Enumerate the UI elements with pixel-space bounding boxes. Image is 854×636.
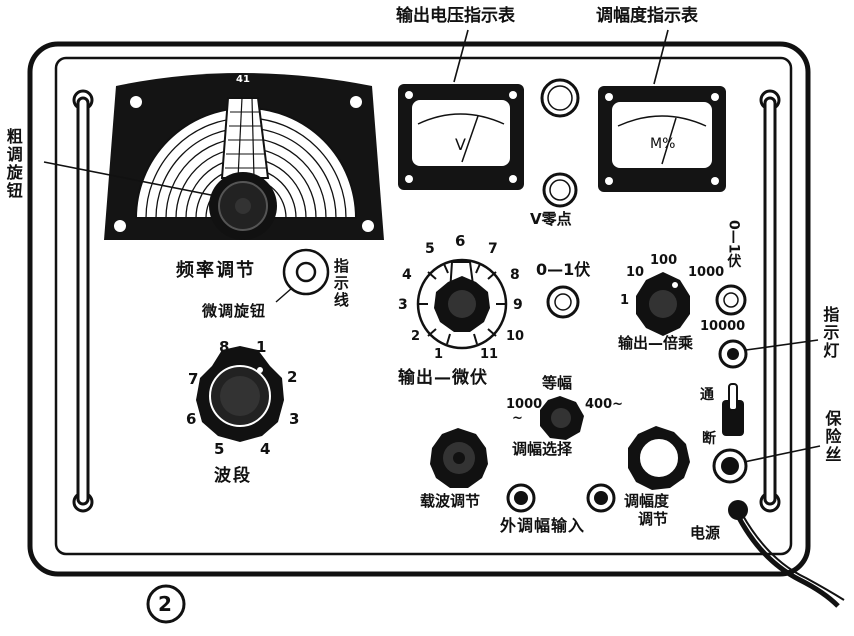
modulation-select-knob[interactable] (540, 396, 584, 440)
band-dial-num-1: 1 (256, 338, 267, 356)
range-0-1v-side-label: 0—1伏 (724, 220, 742, 271)
voltage-meter-unit: V (455, 135, 466, 154)
indicator-lamp-label-text: 指示灯 (820, 306, 840, 360)
mod-select-label: 调幅选择 (512, 440, 573, 458)
microvolt-num-11: 11 (480, 347, 499, 362)
freq-dial-top-mark: 41 (236, 74, 250, 85)
modulation-meter-pointer-line (653, 29, 669, 85)
microvolt-num-4: 4 (402, 267, 412, 283)
band-dial-num-8: 8 (219, 338, 230, 356)
band-dial-num-3: 3 (289, 410, 300, 428)
indicator-line-label: 指示线 (330, 258, 350, 313)
modulation-depth-knob[interactable] (628, 426, 690, 490)
microvolt-num-9: 9 (513, 297, 523, 313)
microvolt-knob[interactable] (434, 276, 490, 332)
multiplier-num-1000: 1000 (688, 265, 725, 280)
v-zero-adjust[interactable] (542, 172, 578, 208)
figure-number: 2 (158, 592, 172, 616)
freq-adjust-label: 频率调节 (176, 260, 256, 281)
microvolt-num-5: 5 (425, 241, 435, 257)
fuse-label-text: 保险丝 (822, 410, 842, 464)
coarse-tuning-knob[interactable] (209, 172, 277, 240)
coarse-knob-label: 粗调旋钮 (4, 128, 24, 200)
band-selector-knob[interactable] (196, 346, 284, 442)
right-handle (759, 89, 781, 513)
multiplier-num-10: 10 (626, 265, 645, 280)
ext-mod-input-jack-right[interactable] (586, 483, 616, 513)
output-microvolt-label: 输出—微伏 (398, 368, 488, 388)
output-multiplier-knob[interactable] (636, 272, 690, 336)
indicator-lamp-pointer-line (745, 339, 819, 351)
carrier-adjust-knob[interactable] (430, 428, 488, 488)
band-dial-num-2: 2 (287, 368, 298, 386)
fine-tuning-knob[interactable] (282, 248, 330, 296)
fine-knob-pointer-line (275, 287, 293, 303)
indicator-lamp-label: 指示灯 (818, 306, 840, 364)
round-window-top (540, 78, 580, 118)
fuse-pointer-line (743, 445, 821, 463)
band-dial-num-4: 4 (260, 440, 271, 458)
output-voltage-meter-label: 输出电压指示表 (396, 6, 515, 26)
range-0-1v-side-label-text: 0—1伏 (725, 220, 742, 268)
multiplier-num-1: 1 (620, 293, 630, 308)
mod-select-1000-label: 1000 (506, 397, 543, 412)
band-label: 波段 (214, 466, 252, 486)
microvolt-num-2: 2 (411, 329, 421, 344)
modulation-meter-label: 调幅度指示表 (596, 6, 698, 26)
coarse-knob-label-text: 粗调旋钮 (3, 128, 23, 200)
fuse-label: 保险丝 (820, 410, 842, 468)
power-label: 电源 (690, 524, 721, 542)
left-handle (72, 89, 94, 513)
microvolt-num-7: 7 (488, 241, 498, 257)
indicator-lamp (718, 339, 748, 369)
side-jack-0-1v[interactable] (715, 284, 747, 316)
power-cord (728, 500, 845, 608)
v-zero-label: V零点 (530, 210, 572, 228)
band-dial-num-5: 5 (214, 440, 225, 458)
ext-mod-input-label: 外调幅输入 (500, 516, 586, 535)
mod-depth-adjust-label-2: 调节 (638, 510, 669, 528)
mod-select-equal-label: 等幅 (542, 374, 573, 392)
band-dial-num-6: 6 (186, 410, 197, 428)
frequency-dial: 41 (104, 73, 384, 240)
microvolt-num-1: 1 (434, 347, 444, 362)
band-dial-num-7: 7 (188, 370, 199, 388)
modulation-meter-unit: M% (650, 136, 675, 152)
switch-on-label: 通 (700, 387, 714, 403)
front-panel-inner (54, 56, 793, 556)
mod-select-tilde-label: ~ (512, 411, 523, 426)
mod-select-400-label: 400~ (585, 397, 624, 412)
modulation-meter: M% (598, 86, 726, 192)
switch-off-label: 断 (702, 431, 716, 447)
microvolt-num-3: 3 (398, 297, 408, 313)
microvolt-num-10: 10 (506, 329, 525, 344)
multiplier-num-10000: 10000 (700, 319, 746, 334)
output-multiplier-label: 输出—倍乘 (618, 334, 694, 352)
power-switch[interactable] (722, 383, 744, 436)
coarse-knob-pointer-line (43, 161, 217, 197)
ext-mod-input-jack-left[interactable] (506, 483, 536, 513)
range-0-1v-button[interactable] (546, 285, 580, 319)
multiplier-num-100: 100 (650, 253, 678, 268)
output-voltage-meter: V (398, 84, 524, 190)
mod-depth-adjust-label-1: 调幅度 (624, 492, 670, 510)
fuse-holder[interactable] (712, 448, 748, 484)
microvolt-num-8: 8 (510, 267, 520, 283)
indicator-line-label-text: 指示线 (331, 258, 350, 309)
carrier-adjust-label: 载波调节 (420, 492, 481, 510)
voltage-meter-pointer-line (453, 29, 469, 83)
figure-number-circle (146, 584, 186, 624)
microvolt-num-6: 6 (455, 232, 466, 250)
range-0-1v-label: 0—1伏 (536, 260, 591, 279)
fine-knob-label: 微调旋钮 (202, 302, 267, 320)
